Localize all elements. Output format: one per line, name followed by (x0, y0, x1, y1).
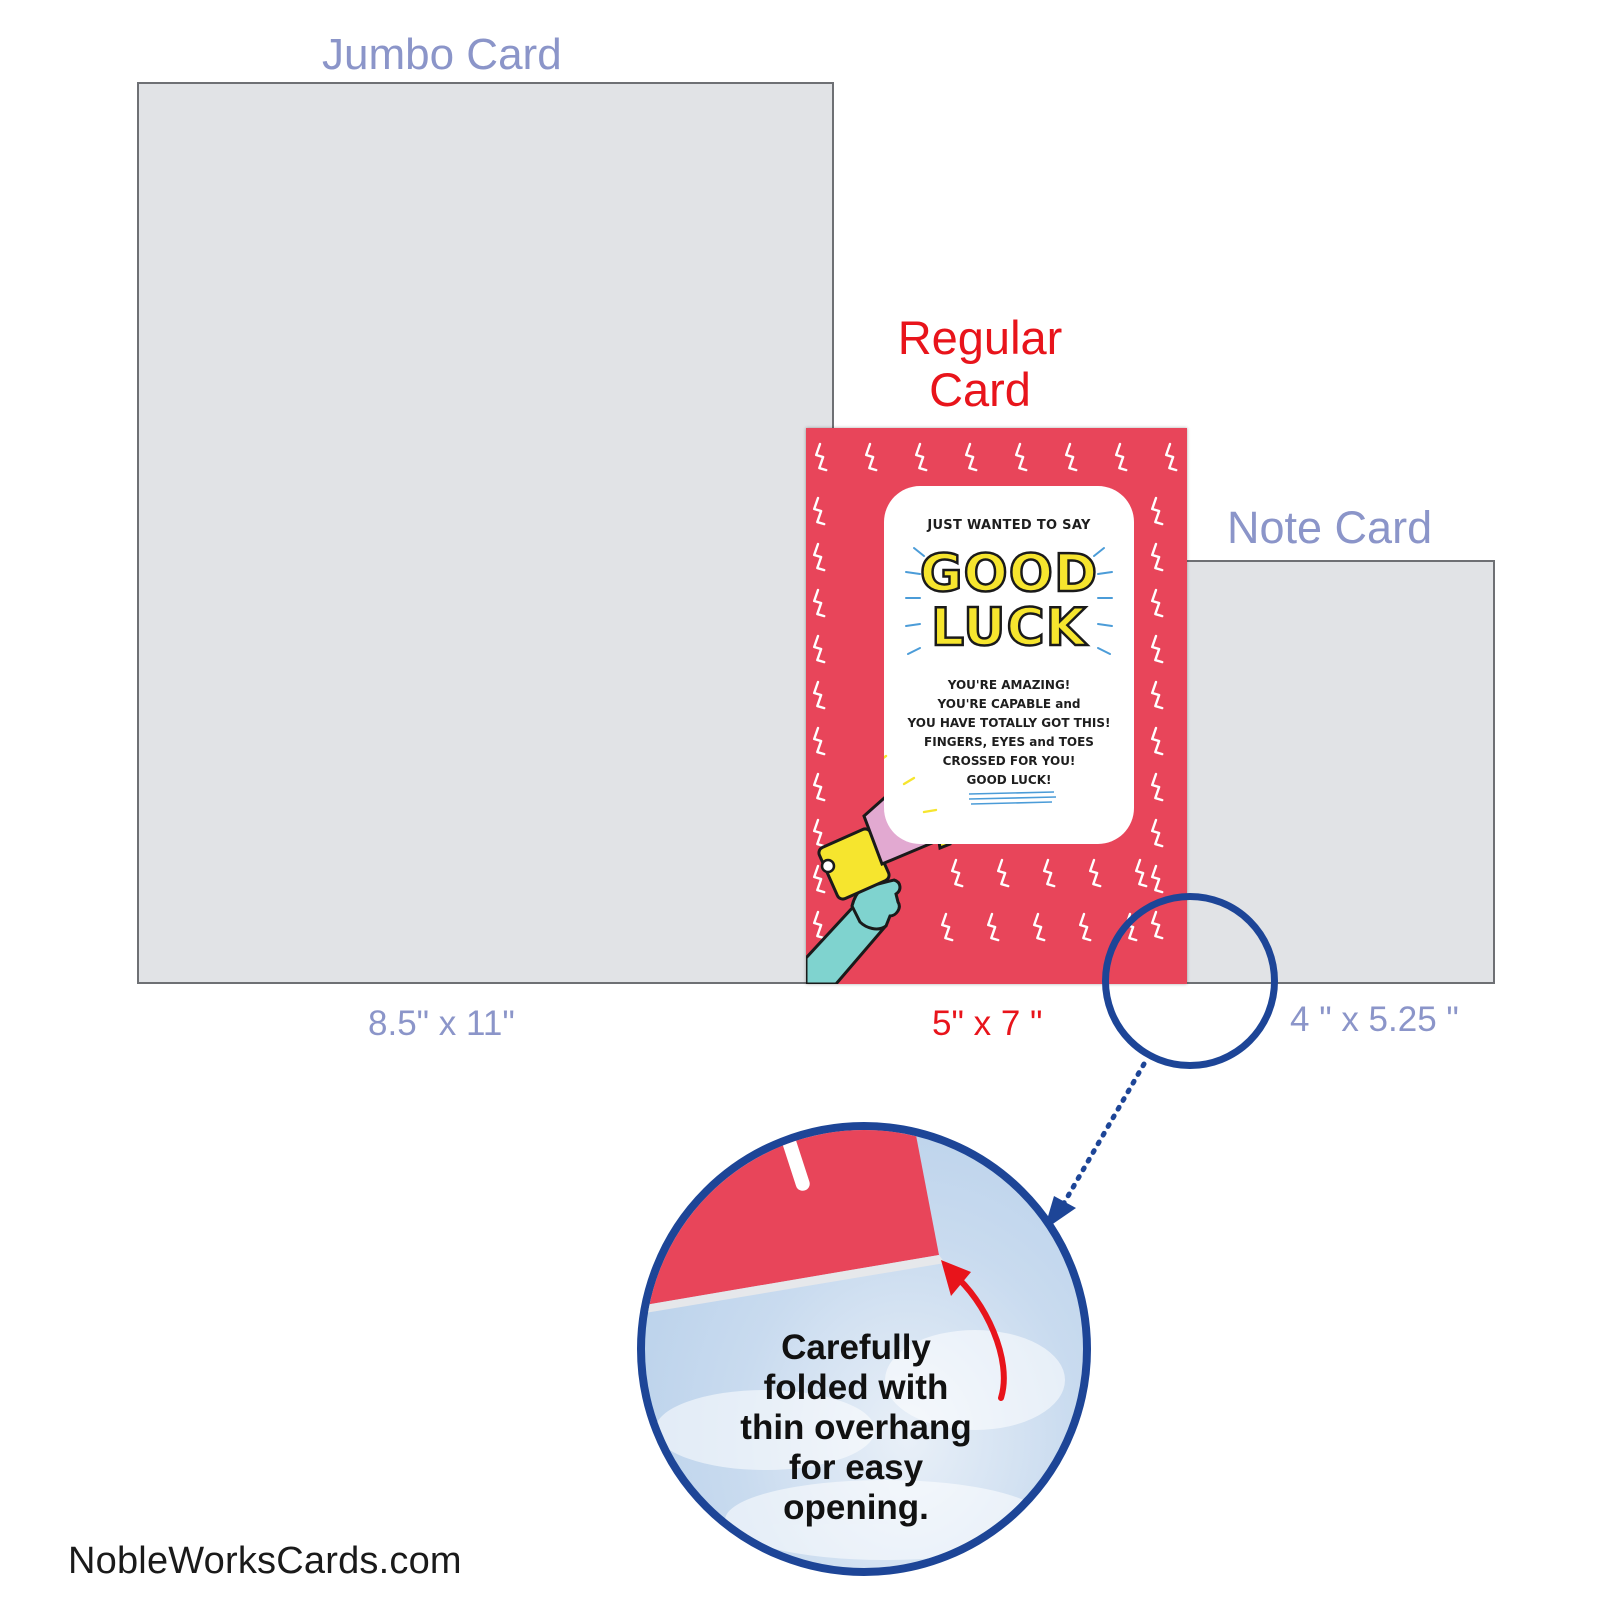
message-line: CROSSED FOR YOU! (942, 754, 1076, 768)
zigzag-mark (1134, 858, 1148, 888)
zigzag-pattern (812, 442, 1178, 942)
zigzag-mark (812, 680, 826, 710)
zigzag-mark (812, 726, 826, 756)
zigzag-mark (812, 864, 826, 894)
message-line: GOOD LUCK! (966, 773, 1052, 787)
zigzag-mark (1088, 858, 1102, 888)
zigzag-mark (812, 588, 826, 618)
headline-good: GOOD (919, 543, 1099, 606)
zigzag-mark (1064, 442, 1078, 472)
zigzag-mark (986, 912, 1000, 942)
zigzag-mark (1150, 680, 1164, 710)
zigzag-mark (1164, 442, 1178, 472)
lens-caption-line: thin overhang (740, 1408, 972, 1447)
lens-caption-line: Carefully (781, 1328, 931, 1367)
megaphone-knob (820, 858, 836, 874)
lens-caption-line: for easy (788, 1448, 924, 1487)
message-intro: JUST WANTED TO SAY (927, 518, 1091, 533)
note-card-size: 4 " x 5.25 " (1290, 1000, 1459, 1039)
jumbo-card-size: 8.5" x 11" (368, 1004, 515, 1043)
zigzag-mark (812, 772, 826, 802)
regular-card-title: Regular Card (860, 312, 1100, 416)
zigzag-mark (1150, 818, 1164, 848)
zigzag-mark (1150, 542, 1164, 572)
zigzag-mark (812, 496, 826, 526)
regular-card-title-line1: Regular (897, 311, 1063, 364)
zigzag-mark (864, 442, 878, 472)
lens-caption: Carefully folded with thin overhang for … (691, 1328, 1021, 1528)
zigzag-mark (1150, 726, 1164, 756)
jumbo-card-outline (137, 82, 834, 984)
zigzag-mark (914, 442, 928, 472)
zigzag-mark (996, 858, 1010, 888)
curved-red-arrow (950, 1271, 1007, 1401)
lens-caption-line: folded with (763, 1368, 949, 1407)
zigzag-mark (814, 442, 828, 472)
jumbo-card-title: Jumbo Card (322, 30, 562, 79)
zigzag-mark (812, 818, 826, 848)
zigzag-mark (1150, 772, 1164, 802)
zigzag-mark (1014, 442, 1028, 472)
regular-card-front: JUST WANTED TO SAY GOOD LUCK YOU'RE AMAZ… (806, 428, 1187, 984)
headline-luck: LUCK (930, 597, 1087, 660)
site-url: NobleWorksCards.com (68, 1540, 462, 1582)
note-card-title: Note Card (1227, 502, 1433, 553)
zigzag-mark (1114, 442, 1128, 472)
message-line: YOU'RE AMAZING! (947, 678, 1071, 692)
lens-caption-line: opening. (783, 1488, 929, 1527)
zigzag-mark (1150, 588, 1164, 618)
regular-card-size: 5" x 7 " (932, 1004, 1043, 1043)
zigzag-mark (1150, 864, 1164, 894)
card-edge-detail (645, 1130, 939, 1305)
zoom-indicator-ring (1102, 893, 1278, 1069)
lens-detail-art (645, 1130, 1065, 1560)
zigzag-mark (1042, 858, 1056, 888)
regular-card-title-line2: Card (929, 363, 1031, 416)
zigzag-mark (1150, 634, 1164, 664)
burst-lines (884, 547, 1113, 814)
zigzag-mark (1150, 496, 1164, 526)
message-line: FINGERS, EYES and TOES (924, 735, 1094, 749)
zigzag-mark (812, 910, 826, 940)
zigzag-mark (1032, 912, 1046, 942)
zigzag-mark (812, 634, 826, 664)
zigzag-mark (1078, 912, 1092, 942)
zigzag-mark (812, 542, 826, 572)
message-line: YOU'RE CAPABLE and (937, 697, 1081, 711)
zigzag-mark (940, 912, 954, 942)
message-body: YOU'RE AMAZING! YOU'RE CAPABLE and YOU H… (884, 676, 1134, 790)
message-line: YOU HAVE TOTALLY GOT THIS! (907, 716, 1111, 730)
message-panel: JUST WANTED TO SAY GOOD LUCK YOU'RE AMAZ… (884, 486, 1134, 844)
zoom-detail-lens: Carefully folded with thin overhang for … (637, 1122, 1091, 1576)
zigzag-mark (950, 858, 964, 888)
zigzag-mark (964, 442, 978, 472)
